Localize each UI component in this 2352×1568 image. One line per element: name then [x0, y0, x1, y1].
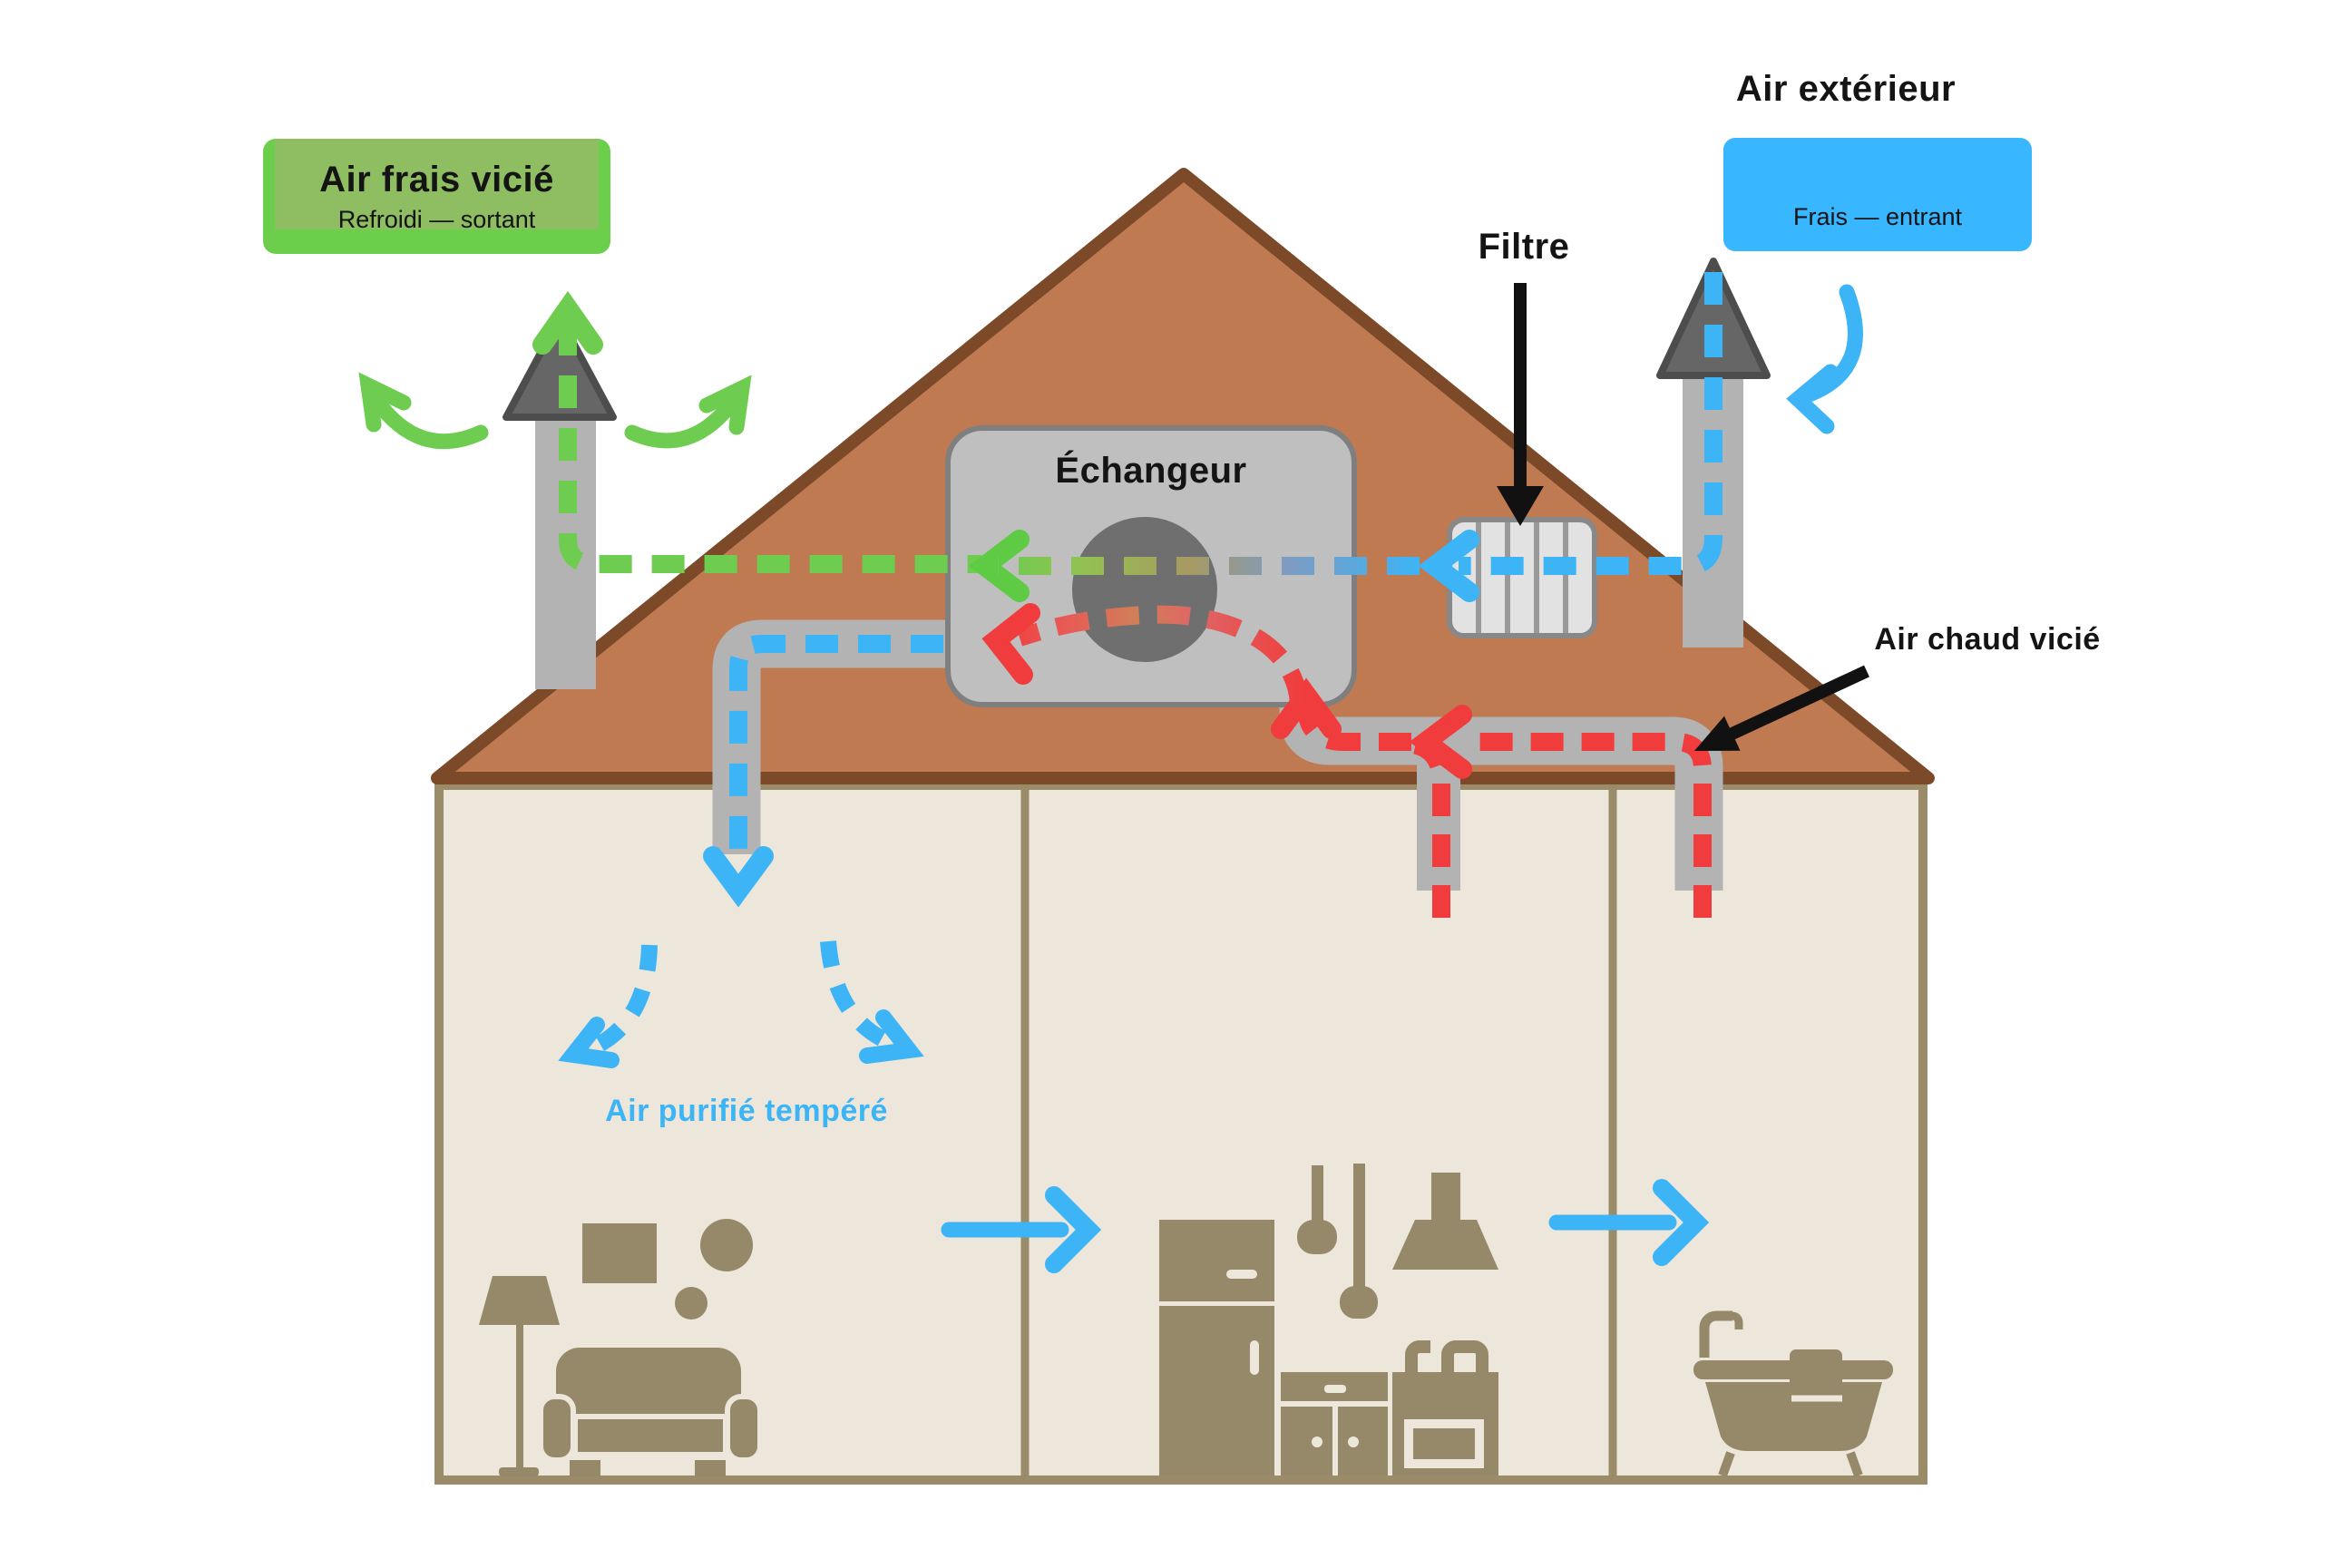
- outdoor-air-title: Air extérieur: [1735, 69, 1957, 109]
- filter-label: Filtre: [1478, 227, 1570, 267]
- supply-down-arrowhead-icon: [703, 846, 774, 908]
- fresh-flow-blue: [558, 272, 1863, 1273]
- stale-air-label: Air chaud vicié: [1874, 622, 2101, 657]
- filter-pointer-arrowhead-icon: [1497, 486, 1544, 526]
- room-diffuse-left: [588, 944, 658, 1057]
- exhaust-box-highlight: [275, 139, 599, 229]
- exhaust-air-box: Air frais vicié Refroidi — sortant: [263, 139, 610, 254]
- floor-lamp-icon: [479, 1276, 560, 1476]
- exhaust-up-arrowhead-icon: [532, 290, 603, 355]
- range-hood-icon: [1392, 1173, 1498, 1270]
- exhaust-air-title: Air frais vicié: [319, 159, 554, 200]
- exhaust-flow-green: [358, 290, 1030, 602]
- bathtub-icon: [1693, 1310, 1893, 1477]
- living-room: [479, 1219, 763, 1476]
- supply-air-label: Air purifié tempéré: [605, 1094, 888, 1128]
- exhaust-left-arrowhead-icon: [968, 530, 1030, 602]
- fresh-left-arrowhead-icon: [1418, 530, 1479, 602]
- wall-art-small-circle-icon: [675, 1287, 708, 1320]
- annotation-arrows: [1497, 283, 1869, 751]
- wall-art-circle-icon: [700, 1219, 753, 1271]
- fridge-icon: [1159, 1220, 1274, 1475]
- kitchen-counter-icon: [1281, 1372, 1388, 1475]
- sofa-icon: [538, 1348, 763, 1476]
- stale-exchanger-arrowhead-icon: [981, 603, 1040, 685]
- room-diffuse-right: [820, 940, 894, 1051]
- bathroom: [1693, 1310, 1893, 1477]
- outdoor-air-box: Frais — entrant: [1723, 138, 2032, 251]
- exchanger-label: Échangeur: [1055, 451, 1247, 491]
- exhaust-air-subtitle: Refroidi — sortant: [337, 205, 536, 233]
- stale-pointer-arrowhead-icon: [1694, 716, 1741, 751]
- kitchen: [1159, 1164, 1498, 1475]
- stove-icon: [1392, 1340, 1498, 1475]
- filter-icon: [1447, 517, 1597, 638]
- exhaust-swoosh-right-icon: [624, 391, 743, 449]
- stale-bath-line: [1468, 733, 1712, 918]
- stale-flow-red: [981, 603, 1712, 918]
- kitchen-utensils-icon: [1297, 1164, 1378, 1319]
- wall-art-icon: [582, 1223, 657, 1283]
- exhaust-swoosh-left-icon: [367, 391, 489, 450]
- outdoor-air-box-label: Frais — entrant: [1792, 203, 1963, 230]
- stale-kitchen-line: [1401, 735, 1450, 918]
- stale-pointer-arrow: [1708, 665, 1869, 750]
